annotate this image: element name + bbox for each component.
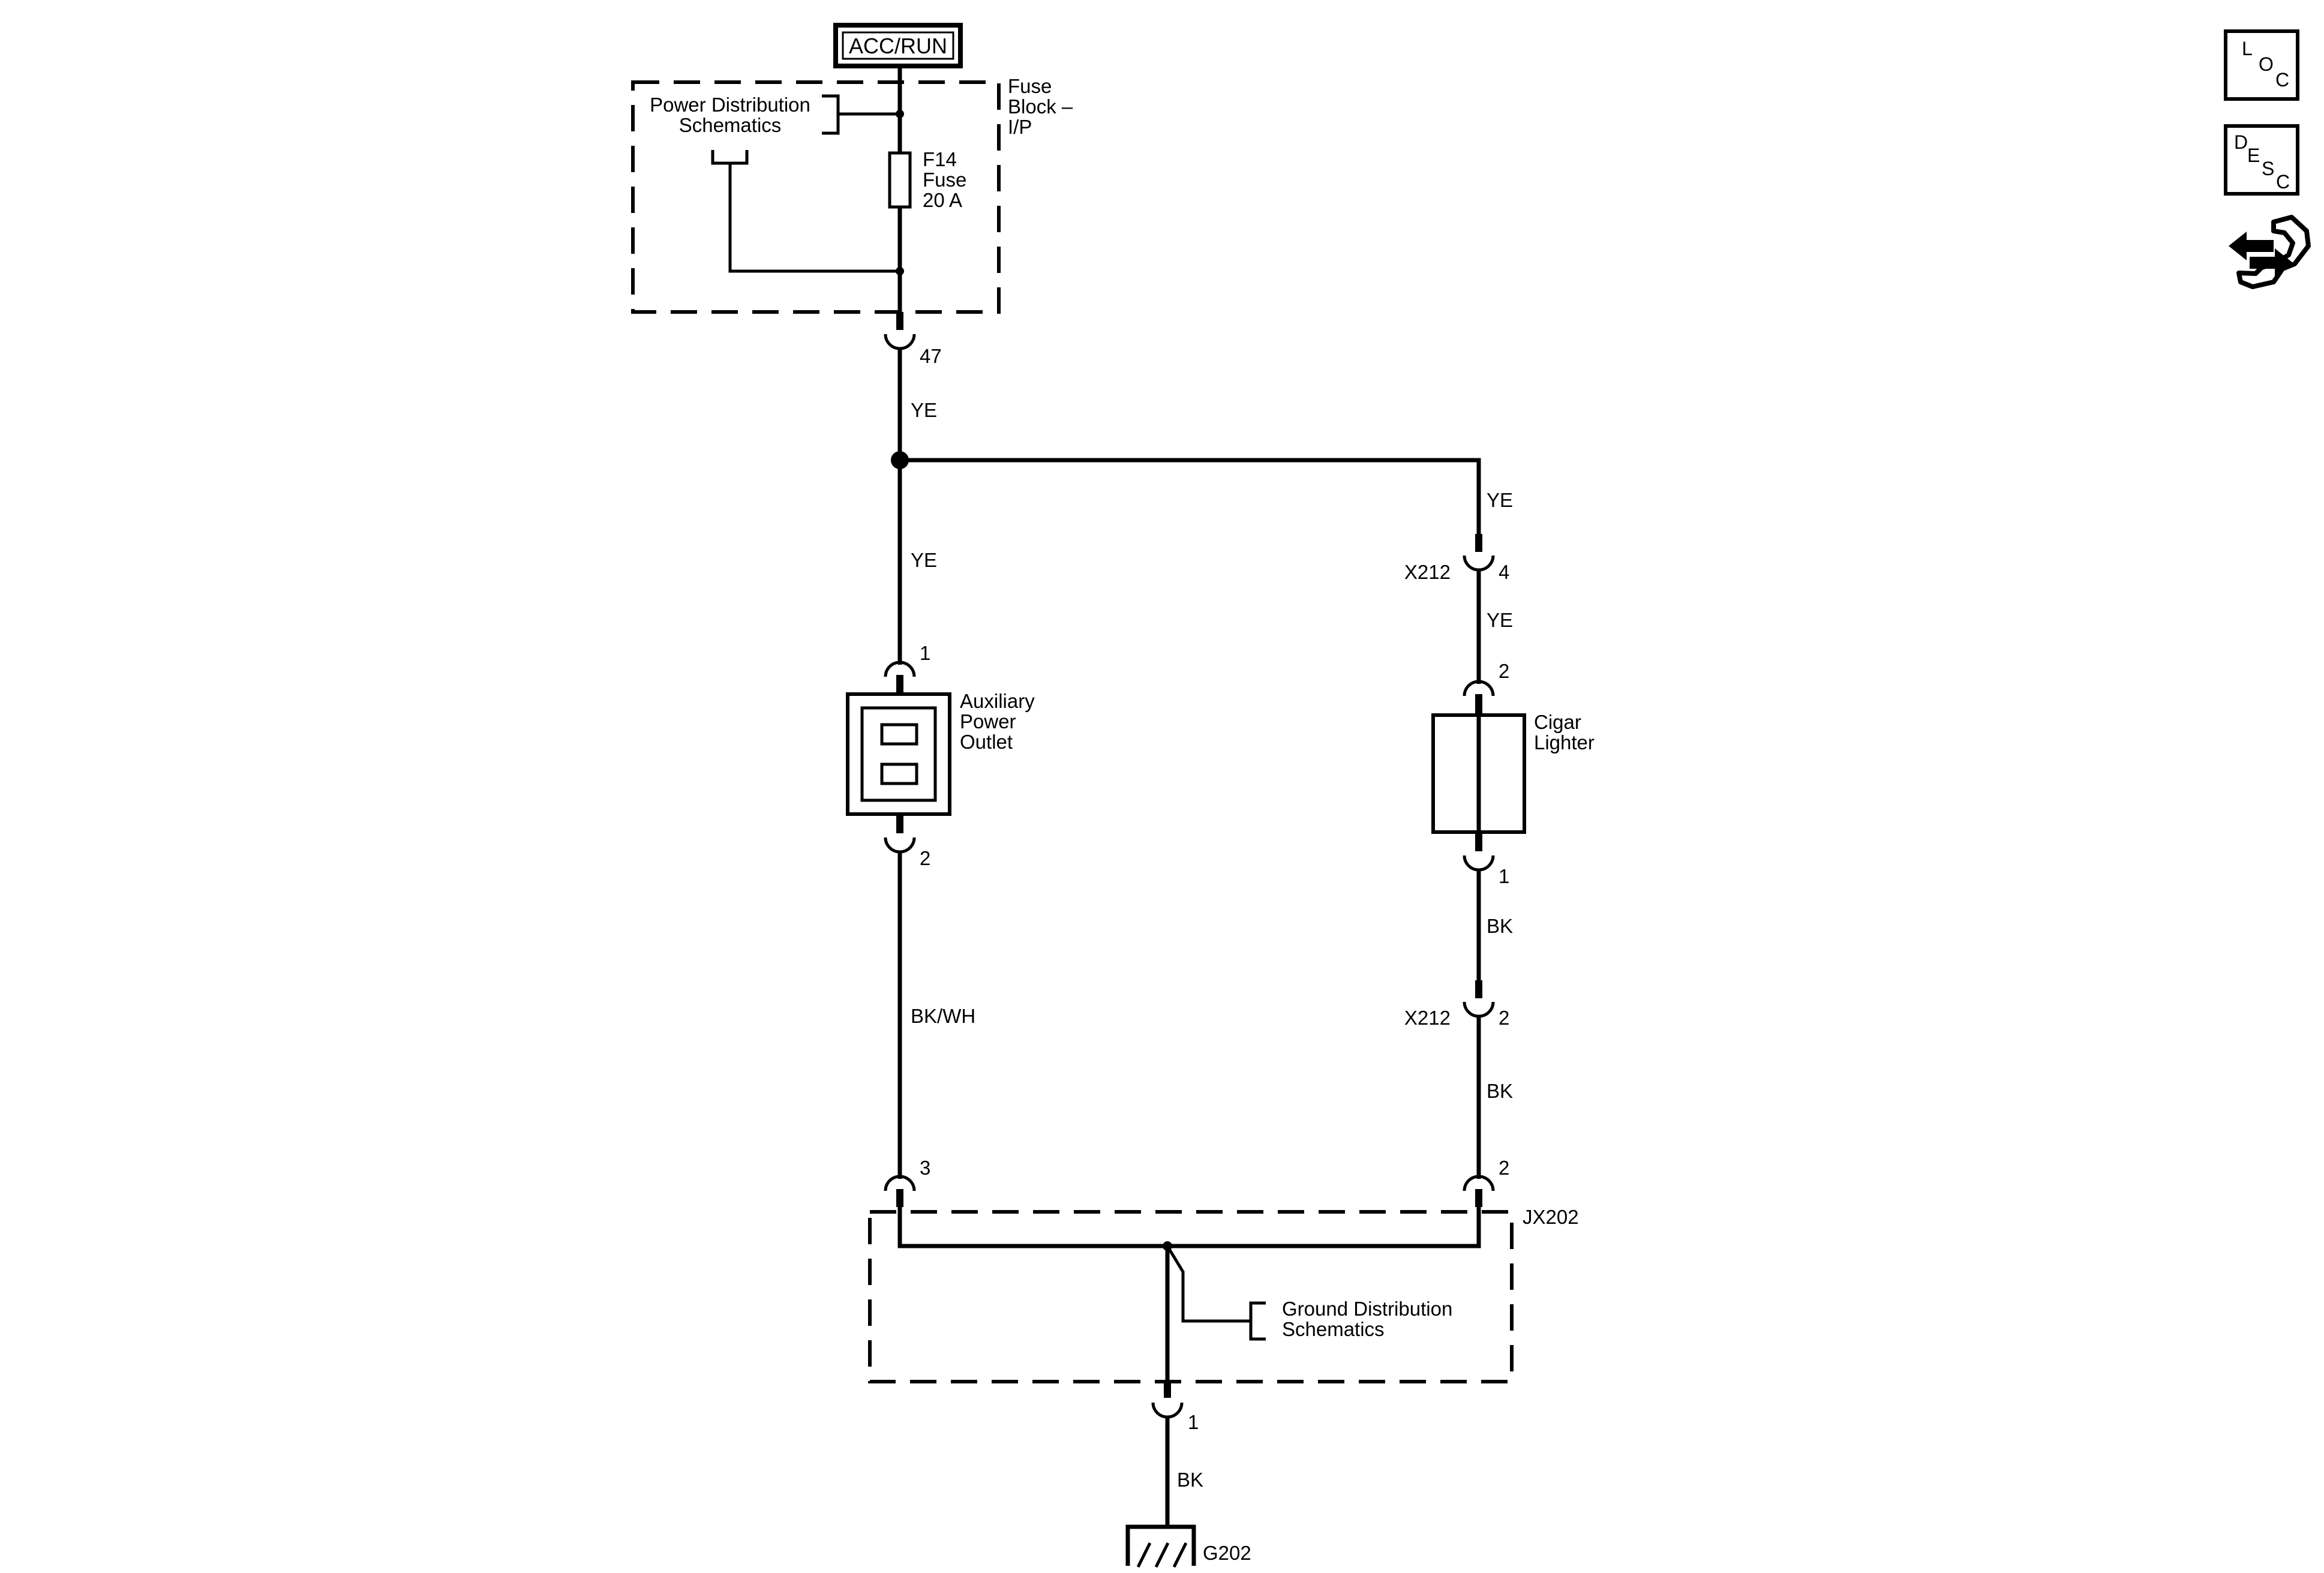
fuse-label-line2: Fuse	[923, 169, 966, 191]
x212-lower-connector: X212 2	[1404, 980, 1509, 1029]
x212-upper-pin: 4	[1499, 561, 1509, 583]
power-mode-label: ACC/RUN	[849, 34, 947, 58]
desc-letter-c: C	[2276, 171, 2290, 193]
exchange-wrench-icon[interactable]	[2229, 215, 2311, 289]
cigar-pin-out-label: 1	[1499, 865, 1509, 887]
fuse-block-name-line2: Block –	[1008, 95, 1073, 118]
aux-outlet-name-line3: Outlet	[960, 731, 1013, 753]
aux-pin-in-label: 1	[920, 642, 930, 664]
jx202-pin-bottom: 1	[1188, 1411, 1199, 1433]
fuse-block-outline	[631, 80, 1001, 314]
fuse-block-name-line3: I/P	[1008, 116, 1032, 138]
ground-wire-color: BK	[1177, 1469, 1203, 1491]
fuse-block-name-line1: Fuse	[1008, 75, 1052, 97]
cigar-pin-in-label: 2	[1499, 660, 1509, 682]
jx202-outline	[868, 1210, 1514, 1383]
aux-outlet-pin-out: 2	[884, 814, 930, 869]
fuse-block: Fuse Block – I/P Power Distribution Sche…	[631, 75, 1073, 314]
jx202-pin-bottom-connector: 1	[1151, 1380, 1199, 1433]
feed-wire-color: YE	[911, 399, 937, 421]
cigar-lighter-pin-out: 1	[1463, 832, 1509, 887]
aux-outlet-name-line1: Auxiliary	[960, 690, 1035, 712]
aux-pin-out-label: 2	[920, 847, 930, 869]
power-mode-box: ACC/RUN	[833, 23, 963, 68]
x212-upper-connector: X212 4	[1404, 534, 1509, 583]
desc-letter-e: E	[2247, 145, 2260, 166]
cigar-lighter-pin-in: 2	[1463, 660, 1509, 713]
jx202-pins: 3 2	[884, 1157, 1509, 1207]
auxiliary-power-outlet: Auxiliary Power Outlet	[846, 690, 1035, 816]
x212-lower-pin: 2	[1499, 1007, 1509, 1029]
desc-letter-s: S	[2262, 158, 2274, 179]
desc-button[interactable]: D E S C	[2224, 124, 2299, 196]
aux-feed-wire-color: YE	[911, 549, 937, 571]
loc-button[interactable]: L O C	[2224, 29, 2299, 101]
ground-distribution-ref-line2: Schematics	[1282, 1318, 1385, 1340]
ground-symbol: G202	[1125, 1524, 1251, 1568]
loc-letter-o: O	[2259, 53, 2274, 75]
cigar-lighter: Cigar Lighter	[1431, 711, 1595, 834]
fuse-label-line1: F14	[923, 148, 957, 170]
loc-letter-c: C	[2275, 69, 2289, 91]
cigar-feed-wire-color: YE	[1487, 489, 1513, 511]
cigar-feed-wire-color-after-x212: YE	[1487, 609, 1513, 631]
jx202-name: JX202	[1523, 1206, 1579, 1228]
cigar-lighter-name-line2: Lighter	[1534, 731, 1595, 754]
aux-ground-wire-color: BK/WH	[911, 1005, 975, 1027]
fuse-label-line3: 20 A	[923, 189, 962, 211]
fuse-f14	[888, 151, 912, 209]
connector-47: 47	[884, 312, 942, 367]
power-distribution-ref-line1: Power Distribution	[650, 94, 810, 116]
connector-47-pin: 47	[920, 345, 942, 367]
x212-upper-name: X212	[1404, 561, 1451, 583]
aux-outlet-pin-in: 1	[884, 642, 930, 694]
cigar-lighter-name-line1: Cigar	[1534, 711, 1581, 733]
ground-distribution-ref-line1: Ground Distribution	[1282, 1298, 1452, 1320]
jx202-pin-left: 3	[920, 1157, 930, 1179]
aux-outlet-name-line2: Power	[960, 710, 1016, 733]
desc-letter-d: D	[2234, 131, 2248, 153]
ground-name: G202	[1203, 1542, 1251, 1564]
cigar-ground-wire-color: BK	[1487, 915, 1513, 937]
power-distribution-ref-line2: Schematics	[679, 114, 782, 136]
jx202-pin-right: 2	[1499, 1157, 1509, 1179]
x212-lower-name: X212	[1404, 1007, 1451, 1029]
cigar-ground-wire-color-after-x212: BK	[1487, 1080, 1513, 1102]
loc-letter-l: L	[2242, 38, 2253, 59]
